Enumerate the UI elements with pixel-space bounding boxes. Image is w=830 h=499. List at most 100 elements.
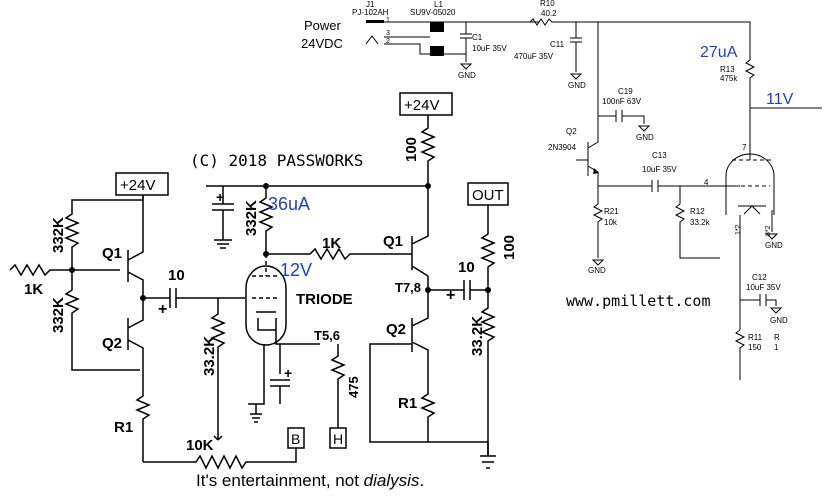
cathode-bypass-cap	[270, 344, 290, 404]
inductor-core-top	[430, 22, 444, 32]
coupling-cap-right	[428, 280, 488, 300]
c12-capacitor	[759, 294, 777, 306]
cathode-wire	[739, 215, 760, 330]
t78-label: T7,8	[395, 280, 421, 295]
triode-envelope	[245, 265, 287, 346]
voltage-annotation-11v: 11V	[766, 91, 794, 108]
r-100-top-label: 100	[403, 137, 420, 162]
transistor-q2	[576, 116, 652, 187]
r1-left-label: R1	[114, 419, 133, 436]
q1-left-label: Q1	[102, 245, 122, 262]
cap-10-left: 10	[168, 267, 185, 284]
r-33k-left: 33.2K	[201, 336, 218, 376]
ground-symbol	[250, 413, 262, 423]
l1-part: SU9V-05020	[410, 8, 456, 17]
c12-name: C12	[752, 273, 767, 282]
r-332k-plate: 332K	[243, 200, 260, 236]
c1-value: 10uF 35V	[472, 44, 507, 53]
ground-symbol	[591, 259, 605, 266]
c13-value: 10uF 35V	[642, 165, 677, 174]
plus-sign-left: +	[158, 301, 167, 318]
junction-dot	[69, 267, 75, 273]
c19-capacitor	[598, 110, 645, 124]
l1-name: L1	[434, 0, 443, 9]
c19-value: 100nF 63V	[602, 97, 642, 106]
j1-pin2: 2	[386, 38, 390, 45]
c11-wires	[570, 22, 599, 116]
junction-dot	[140, 295, 146, 301]
ground-symbol	[459, 63, 473, 70]
r-100-out-label: 100	[501, 235, 518, 260]
ground-symbol	[569, 73, 583, 80]
plus-sign-right: +	[446, 287, 455, 304]
q2-name: Q2	[566, 127, 577, 136]
t56-label: T5,6	[314, 328, 340, 343]
r-33k-right: 33.2K	[469, 316, 486, 356]
output-stage: 100 Q1 Q2 R1 T7,8 10 + 100 33.2K	[369, 115, 518, 469]
bias-divider	[64, 195, 144, 371]
supply-box-right	[399, 92, 453, 116]
c12-value: 10uF 35V	[746, 283, 781, 292]
caption: It's entertainment, not dialysis.	[196, 471, 424, 490]
pin12-label: 1*2	[735, 224, 742, 235]
r-100-top	[420, 115, 436, 186]
gnd-label: GND	[458, 71, 476, 80]
ground-symbol	[769, 307, 783, 314]
r10-value: 40.2	[541, 9, 557, 18]
supply-right-label: +24V	[404, 97, 439, 114]
r21-value: 10k	[604, 218, 618, 227]
j1-part: PJ-102AH	[352, 8, 389, 17]
plus-sign-decouple: +	[216, 189, 224, 205]
triode-stage: + 332K 36uA 1K 12V TRIODE 33.2K + T5,6 4…	[143, 183, 428, 470]
power-voltage-label: 24VDC	[301, 36, 343, 51]
r10-resistor	[529, 18, 751, 60]
j1-pin1: 1	[386, 17, 390, 24]
terminal-h: H	[333, 431, 343, 447]
r21-name: R21	[604, 207, 619, 216]
input-resistor-1k	[9, 263, 120, 277]
junction-dot	[485, 287, 491, 293]
triode-right-section: 4 7 1*2 8*2 GND C12 10uF 35V GND R11 150…	[566, 108, 788, 380]
gnd-label: GND	[765, 241, 783, 250]
plus-sign-bypass: +	[284, 365, 292, 381]
out-label: OUT	[472, 187, 504, 204]
r12-resistor	[674, 186, 720, 259]
q1-q2-right-stack	[369, 186, 436, 443]
gnd-label: GND	[636, 133, 654, 142]
r12-name: R12	[690, 207, 705, 216]
tube-grid	[732, 159, 772, 187]
input-stage: 332K 332K 1K Q1 Q2 R1 10 +	[9, 195, 245, 462]
inductor-core-bottom	[430, 46, 444, 56]
r-partial-value: 1	[774, 343, 779, 352]
q1-right-label: Q1	[383, 233, 403, 250]
terminal-h-box	[329, 427, 347, 449]
pin7-label: 7	[742, 143, 747, 152]
jack-symbol	[365, 35, 379, 45]
jack-pin-1	[366, 20, 384, 23]
current-annotation-27ua: 27uA	[700, 44, 738, 61]
r13-section: 27uA R13 475k 11V	[700, 44, 822, 109]
c11-value: 470uF 35V	[514, 52, 554, 61]
pot-10k-label: 10K	[186, 437, 214, 454]
ground-symbol	[637, 125, 651, 132]
q2-right-section: C19 100nF 63V GND Q2 2N3904 C13 10uF 35V…	[548, 87, 740, 275]
r1-right-label: R1	[398, 395, 417, 412]
pot-10k	[143, 435, 297, 470]
gnd-label: GND	[568, 81, 586, 90]
c19-name: C19	[618, 87, 633, 96]
r-1k-input: 1K	[24, 281, 43, 298]
supply-box-left	[115, 172, 169, 196]
r12-value: 33.2k	[690, 218, 711, 227]
r21-resistor	[592, 186, 604, 258]
ground-symbol	[428, 441, 496, 469]
j1-pin3: 3	[386, 30, 390, 37]
r11-value: 150	[748, 343, 762, 352]
pin4-label: 4	[704, 178, 709, 187]
ground-symbol	[765, 233, 779, 240]
cap-10-right: 10	[458, 259, 475, 276]
q2-part: 2N3904	[548, 143, 577, 152]
emitter-arrow	[593, 168, 599, 174]
r-partial-name: R	[774, 333, 780, 342]
c13-capacitor	[651, 180, 740, 192]
